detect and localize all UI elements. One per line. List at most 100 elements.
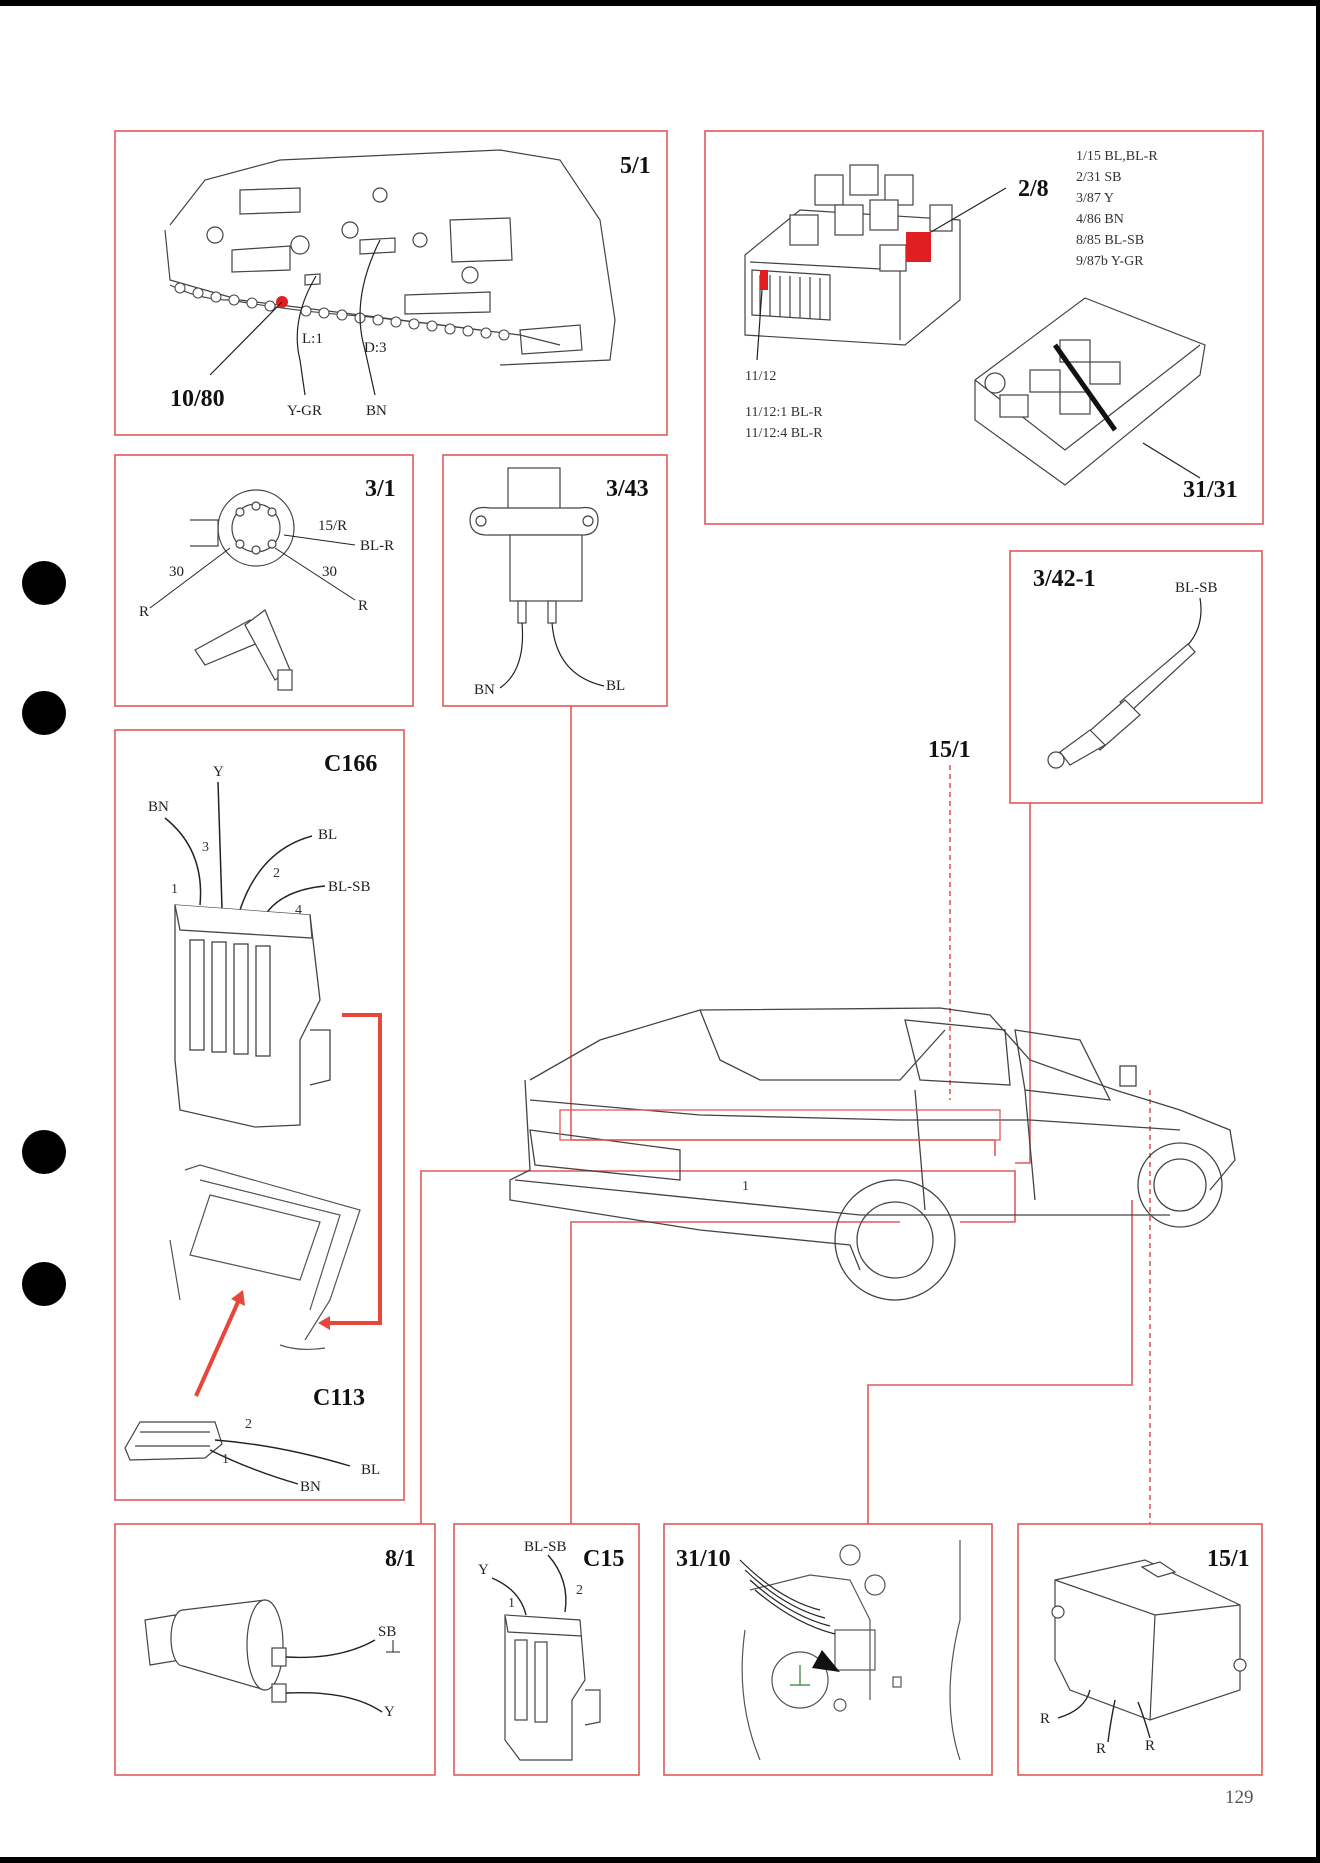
pressure-switch-drawing <box>469 467 599 624</box>
wire-r-2: R <box>1096 1741 1106 1757</box>
panel-id: C15 <box>583 1546 624 1572</box>
red-link-line <box>330 1013 382 1325</box>
wire-line-bl-sb <box>264 885 326 916</box>
wire-line-r2 <box>1107 1699 1116 1743</box>
leader-10-80 <box>209 301 283 376</box>
pin-label-l1: L:1 <box>302 331 323 347</box>
ground-point-drawing <box>739 1540 961 1761</box>
c113-id: C113 <box>313 1385 365 1411</box>
door-edge-front <box>1024 1089 1036 1201</box>
leader-bn <box>359 239 381 396</box>
relay-pin-6: 9/87b Y-GR <box>1076 254 1144 269</box>
wire-bl-sb: BL-SB <box>524 1539 567 1555</box>
rear-door-window <box>904 1019 1011 1086</box>
wire-y-gr: Y-GR <box>287 403 322 419</box>
highlight-fuse-11-12 <box>760 270 768 290</box>
ref-10-80: 10/80 <box>170 386 225 412</box>
car-upper-outline <box>529 1007 1236 1191</box>
wire-bl-sb: BL-SB <box>328 879 371 895</box>
leader-r1 <box>149 547 231 609</box>
connector-line-31-10 <box>867 1200 1133 1524</box>
highlight-relay-2-8 <box>906 232 931 262</box>
red-arrow-icon <box>231 1290 245 1306</box>
terminal-bumps <box>174 282 510 341</box>
wire-line-bl-sb <box>547 1554 567 1613</box>
wire-line-c113-bn <box>209 1449 299 1485</box>
label-30-left: 30 <box>169 564 184 580</box>
panel-id: 5/1 <box>620 153 651 179</box>
c166-to-c113-link <box>194 1013 382 1397</box>
wire-line-r1 <box>1057 1689 1091 1719</box>
panel-c15: C15 BL-SB Y 1 2 <box>453 1523 640 1776</box>
ref-31-31: 31/31 <box>1183 477 1238 503</box>
binder-hole-icon <box>22 691 66 735</box>
rear-wheel-rim <box>856 1201 934 1279</box>
fusebox-ground-strip <box>1052 343 1118 432</box>
c113-wire-bl: BL <box>361 1462 380 1478</box>
panel-frame <box>114 729 405 1501</box>
panel-c166: C166 BN Y BL BL-SB 1 3 2 4 <box>114 729 405 1501</box>
binder-hole-icon <box>22 561 66 605</box>
pin-2: 2 <box>576 1583 583 1598</box>
pin-3: 3 <box>202 840 209 855</box>
wire-line-c113-bl <box>214 1439 351 1467</box>
fuse-pin-1: 11/12:1 BL-R <box>745 405 823 420</box>
wire-y: Y <box>213 764 224 780</box>
c113-wire-bn: BN <box>300 1479 321 1495</box>
wire-sb: SB <box>378 1624 396 1640</box>
side-mirror <box>1119 1065 1137 1087</box>
wire-bl: BL <box>606 678 625 694</box>
panel-frame <box>663 1523 993 1776</box>
relay-pin-4: 4/86 BN <box>1076 212 1124 227</box>
panel-31-10: 31/10 <box>663 1523 993 1776</box>
panel-frame <box>1009 550 1263 804</box>
page-number: 129 <box>1225 1787 1254 1808</box>
panel-id: 8/1 <box>385 1546 416 1572</box>
wire-line-bn <box>164 817 202 906</box>
leader-2-8 <box>930 187 1007 233</box>
wire-bl: BL <box>318 827 337 843</box>
temperature-sensor-drawing <box>1047 643 1196 769</box>
fuse-pin-2: 11/12:4 BL-R <box>745 426 823 441</box>
pin-label-d3: D:3 <box>364 340 387 356</box>
red-arrow-icon <box>318 1316 330 1330</box>
wire-bl-r: BL-R <box>360 538 394 554</box>
relay-pin-list: 1/15 BL,BL-R 2/31 SB 3/87 Y 4/86 BN 8/85… <box>1076 149 1158 269</box>
panel-5-1: 5/1 <box>114 130 668 436</box>
panel-frame <box>453 1523 640 1776</box>
relay-pin-2: 2/31 SB <box>1076 170 1122 185</box>
binder-hole-icon <box>22 1130 66 1174</box>
wire-y: Y <box>384 1704 395 1720</box>
wire-bl-sb: BL-SB <box>1175 580 1218 596</box>
ground-symbol-icon <box>386 1640 400 1653</box>
leader-r2 <box>274 547 356 601</box>
wire-r-right: R <box>358 598 368 614</box>
leader-y-gr <box>296 275 317 396</box>
c15-connector-drawing <box>504 1614 601 1761</box>
front-door-window <box>1014 1029 1112 1101</box>
front-wheel <box>1137 1142 1223 1228</box>
wire-r-left: R <box>139 604 149 620</box>
panel-id: 3/42-1 <box>1033 566 1096 592</box>
leader-31-31 <box>1142 442 1201 479</box>
pin-4: 4 <box>295 903 302 918</box>
wire-r-3: R <box>1145 1738 1155 1754</box>
wire-line-y <box>217 781 223 909</box>
panel-15-1: 15/1 R R R <box>1017 1523 1263 1776</box>
connector-line-c15 <box>570 1221 900 1524</box>
c113-pin-2: 2 <box>245 1417 252 1432</box>
relay-box-drawing <box>744 164 961 346</box>
label-30-right: 30 <box>322 564 337 580</box>
panel-3-43: 3/43 BN BL <box>442 454 668 707</box>
panel-2-8: 2/8 1/15 BL,BL-R 2/31 SB 3/87 Y 4/86 BN … <box>704 130 1264 525</box>
wire-line-bl <box>551 622 605 687</box>
ground-symbol-icon <box>790 1665 810 1686</box>
ref-15-1-top: 15/1 <box>928 737 971 763</box>
panel-id: 3/1 <box>365 476 396 502</box>
wire-line-bn <box>499 622 524 689</box>
fuse-ref: 11/12 <box>745 369 776 384</box>
wire-bn: BN <box>366 403 387 419</box>
pin-2: 2 <box>273 866 280 881</box>
panel-frame <box>442 454 668 707</box>
